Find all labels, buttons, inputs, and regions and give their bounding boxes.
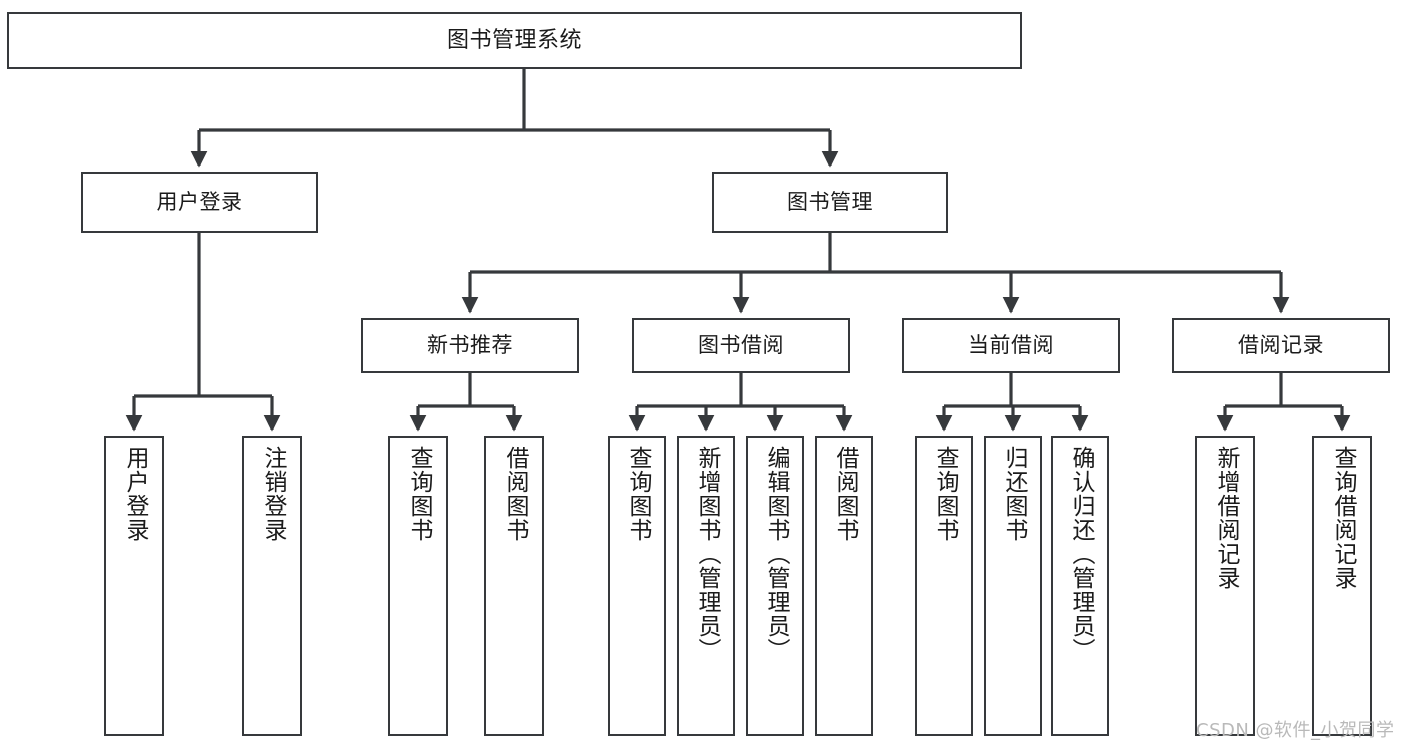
leaf-query-book-current[interactable]: 查询图书 (915, 436, 973, 736)
leaf-return-book[interactable]: 归还图书 (984, 436, 1042, 736)
wire-group-book-manage (461, 233, 1290, 314)
node-current-borrow[interactable]: 当前借阅 (902, 318, 1120, 373)
leaf-edit-book-admin[interactable]: 编辑图书（管理员） (746, 436, 804, 736)
node-root-label: 图书管理系统 (446, 27, 582, 53)
node-user-login[interactable]: 用户登录 (81, 172, 318, 233)
node-root[interactable]: 图书管理系统 (7, 12, 1022, 69)
wire-group-root (190, 69, 839, 168)
wire-group-current-borrow (935, 373, 1089, 432)
leaf-return-book-label: 归还图书 (1000, 446, 1027, 542)
leaf-query-book-current-label: 查询图书 (931, 446, 958, 542)
node-new-book-recommend[interactable]: 新书推荐 (361, 318, 579, 373)
leaf-add-book-admin[interactable]: 新增图书（管理员） (677, 436, 735, 736)
leaf-edit-book-admin-label: 编辑图书（管理员） (762, 446, 789, 662)
node-user-login-label: 用户登录 (156, 190, 243, 215)
node-book-manage[interactable]: 图书管理 (712, 172, 948, 233)
leaf-add-book-admin-label: 新增图书（管理员） (693, 446, 720, 662)
node-book-manage-label: 图书管理 (787, 190, 873, 215)
leaf-logout[interactable]: 注销登录 (242, 436, 302, 736)
leaf-borrow-book-recommend-label: 借阅图书 (501, 446, 528, 542)
wire-group-borrow-record (1216, 373, 1351, 432)
leaf-confirm-return-admin-label: 确认归还（管理员） (1067, 446, 1094, 662)
leaf-query-borrow-record-label: 查询借阅记录 (1329, 446, 1356, 590)
leaf-borrow-book-label: 借阅图书 (831, 446, 858, 542)
node-book-borrow[interactable]: 图书借阅 (632, 318, 850, 373)
leaf-borrow-book[interactable]: 借阅图书 (815, 436, 873, 736)
leaf-user-login[interactable]: 用户登录 (104, 436, 164, 736)
leaf-confirm-return-admin[interactable]: 确认归还（管理员） (1051, 436, 1109, 736)
leaf-query-book-recommend[interactable]: 查询图书 (388, 436, 448, 736)
leaf-query-book[interactable]: 查询图书 (608, 436, 666, 736)
wire-group-book-borrow (628, 373, 853, 432)
leaf-add-borrow-record-label: 新增借阅记录 (1212, 446, 1239, 590)
node-borrow-record[interactable]: 借阅记录 (1172, 318, 1390, 373)
node-new-book-recommend-label: 新书推荐 (427, 333, 513, 358)
leaf-borrow-book-recommend[interactable]: 借阅图书 (484, 436, 544, 736)
leaf-logout-label: 注销登录 (259, 446, 286, 542)
leaf-add-borrow-record[interactable]: 新增借阅记录 (1195, 436, 1255, 736)
leaf-query-borrow-record[interactable]: 查询借阅记录 (1312, 436, 1372, 736)
node-borrow-record-label: 借阅记录 (1238, 333, 1324, 358)
wire-group-user-login (125, 233, 281, 432)
csdn-watermark: CSDN @软件_小贺同学 (1196, 720, 1395, 741)
node-book-borrow-label: 图书借阅 (698, 333, 784, 358)
node-current-borrow-label: 当前借阅 (968, 333, 1054, 358)
leaf-user-login-label: 用户登录 (121, 446, 148, 542)
leaf-query-book-label: 查询图书 (624, 446, 651, 542)
wire-group-new-book-rec (409, 373, 523, 432)
leaf-query-book-recommend-label: 查询图书 (405, 446, 432, 542)
